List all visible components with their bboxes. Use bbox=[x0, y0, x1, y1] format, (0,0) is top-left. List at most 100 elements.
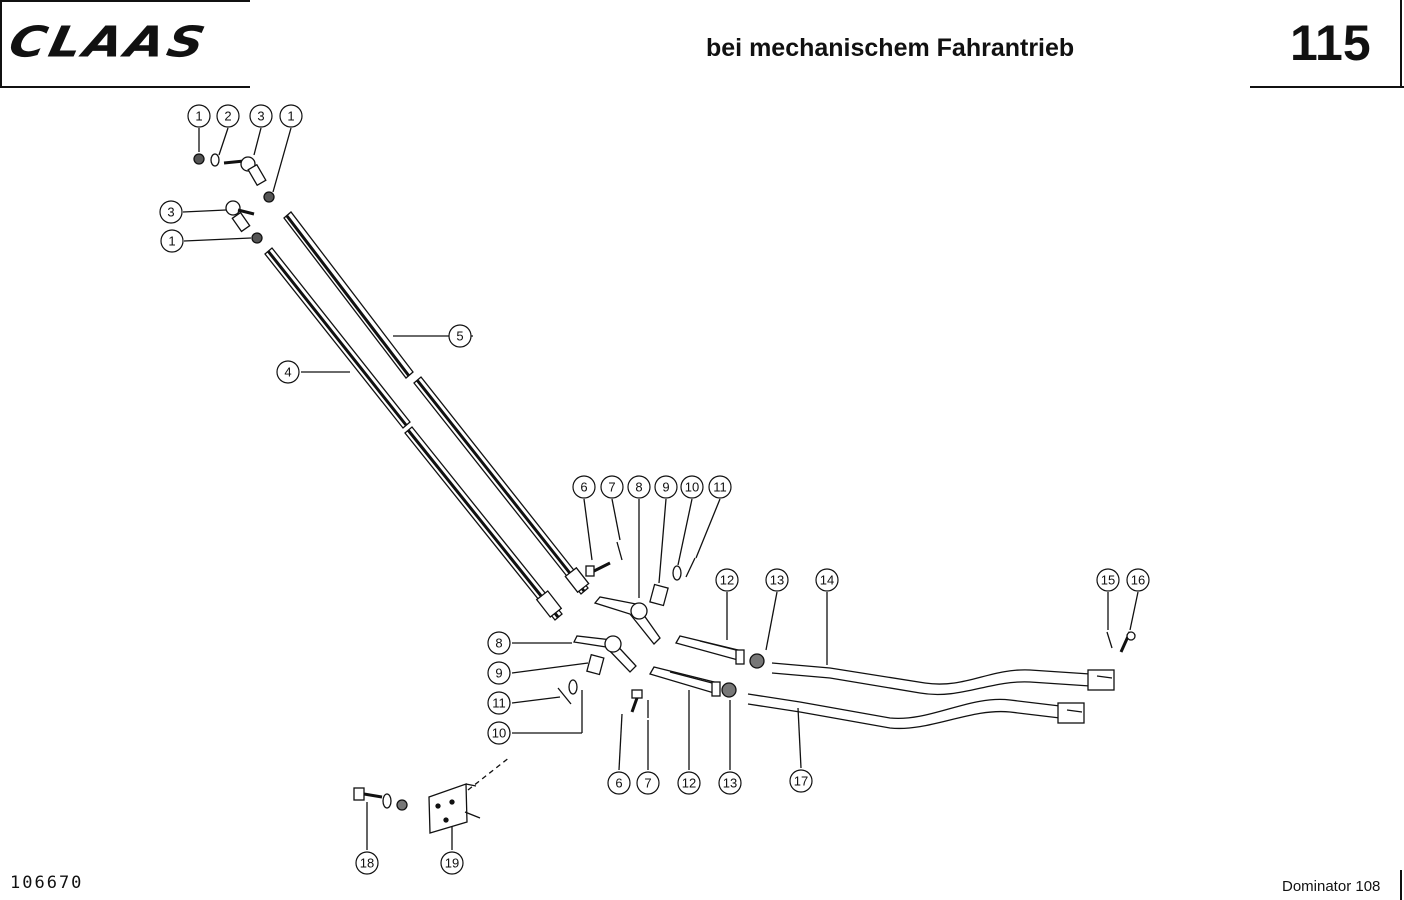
callout-bubble bbox=[440, 851, 464, 875]
ball-joint-part-3b bbox=[225, 200, 255, 233]
header-frame-right bbox=[1400, 0, 1402, 88]
bolt-part-6b bbox=[630, 689, 643, 713]
cotter-pin-part-11a bbox=[685, 557, 696, 578]
callout-number: 3 bbox=[257, 109, 264, 124]
callout-number: 17 bbox=[794, 774, 808, 789]
callout-number: 11 bbox=[492, 696, 506, 711]
callout-bubble bbox=[355, 851, 379, 875]
callout-bubble bbox=[789, 769, 813, 793]
rod-part-14 bbox=[771, 662, 1115, 696]
callout-number: 8 bbox=[495, 636, 502, 651]
callout-number: 4 bbox=[284, 365, 291, 380]
callout-bubble bbox=[607, 771, 631, 795]
pin-part-7a bbox=[616, 541, 623, 561]
callout-bubble bbox=[654, 475, 678, 499]
callout-bubble bbox=[487, 691, 511, 715]
model-name: Dominator 108 bbox=[1282, 878, 1381, 895]
callout-bubble bbox=[636, 771, 660, 795]
rod-part-17 bbox=[747, 693, 1085, 730]
callout-number: 18 bbox=[360, 856, 374, 871]
header-frame-bottom-left bbox=[0, 86, 250, 88]
bushing-part-9a bbox=[649, 583, 669, 607]
callout-number: 14 bbox=[820, 573, 834, 588]
lever-part-8a bbox=[593, 596, 661, 645]
callout-number: 11 bbox=[713, 480, 727, 495]
drawing-number: 106670 bbox=[10, 873, 84, 893]
pin-part-15 bbox=[1106, 631, 1113, 649]
callout-bubble bbox=[448, 324, 472, 348]
callout-number: 3 bbox=[167, 205, 174, 220]
callout-number: 16 bbox=[1131, 573, 1145, 588]
callout-number: 6 bbox=[615, 776, 622, 791]
nut-part-1a bbox=[193, 153, 205, 165]
page-title: bei mechanischem Fahrantrieb bbox=[706, 34, 1075, 62]
bolt-part-6a bbox=[585, 561, 611, 577]
callout-number: 12 bbox=[720, 573, 734, 588]
callout-number: 2 bbox=[224, 109, 231, 124]
callout-bubble bbox=[216, 104, 240, 128]
bolt-part-18 bbox=[353, 787, 408, 811]
callout-bubble bbox=[627, 475, 651, 499]
callout-bubble bbox=[160, 229, 184, 253]
footer-frame-right bbox=[1400, 870, 1402, 900]
rod-5-upper bbox=[283, 211, 414, 379]
callout-number: 8 bbox=[635, 480, 642, 495]
washer-part-10b bbox=[568, 679, 578, 695]
lever-part-8b bbox=[573, 635, 637, 673]
header-frame-left bbox=[0, 0, 2, 88]
nut-part-1c bbox=[251, 232, 263, 244]
callout-bubble bbox=[708, 475, 732, 499]
nut-part-1b bbox=[263, 191, 275, 203]
washer-part-10a bbox=[672, 565, 682, 581]
callout-bubble bbox=[487, 721, 511, 745]
bushing-part-9b bbox=[586, 653, 605, 676]
callout-bubble bbox=[487, 631, 511, 655]
callout-number: 12 bbox=[682, 776, 696, 791]
callout-number: 6 bbox=[580, 480, 587, 495]
callout-bubble bbox=[718, 771, 742, 795]
callout-number: 1 bbox=[287, 109, 294, 124]
callout-bubble bbox=[159, 200, 183, 224]
header-rule-right bbox=[1250, 86, 1404, 88]
rod-4-upper bbox=[264, 247, 411, 429]
callout-number: 1 bbox=[195, 109, 202, 124]
nut-part-13b bbox=[721, 682, 737, 698]
callout-bubble bbox=[1126, 568, 1150, 592]
callout-number: 9 bbox=[662, 480, 669, 495]
callout-number: 10 bbox=[492, 726, 506, 741]
nut-part-13a bbox=[749, 653, 765, 669]
callout-number: 1 bbox=[168, 234, 175, 249]
callout-bubble bbox=[1096, 568, 1120, 592]
callout-bubble bbox=[677, 771, 701, 795]
callout-bubble bbox=[572, 475, 596, 499]
tube-part-12a bbox=[675, 635, 745, 665]
callout-bubble bbox=[487, 661, 511, 685]
callout-bubble bbox=[276, 360, 300, 384]
callout-number: 5 bbox=[456, 329, 463, 344]
callout-number: 7 bbox=[644, 776, 651, 791]
rod-4-lower bbox=[404, 426, 563, 621]
rod-5-lower bbox=[413, 376, 590, 595]
callout-number: 9 bbox=[495, 666, 502, 681]
bolt-part-16 bbox=[1119, 631, 1136, 653]
header-frame-top-left bbox=[0, 0, 250, 2]
callout-number: 13 bbox=[770, 573, 784, 588]
callout-bubble bbox=[715, 568, 739, 592]
cotter-pin-part-11b bbox=[557, 687, 572, 705]
page-number: 115 bbox=[1290, 15, 1371, 71]
callout-bubble bbox=[279, 104, 303, 128]
callout-bubble bbox=[600, 475, 624, 499]
bracket-part-19 bbox=[428, 756, 511, 834]
callout-bubble bbox=[680, 475, 704, 499]
callout-bubble bbox=[765, 568, 789, 592]
callout-number: 10 bbox=[685, 480, 699, 495]
callout-bubble bbox=[815, 568, 839, 592]
washer-part-2 bbox=[210, 153, 220, 167]
callout-bubble bbox=[187, 104, 211, 128]
callout-bubble bbox=[249, 104, 273, 128]
callout-number: 13 bbox=[723, 776, 737, 791]
callout-number: 19 bbox=[445, 856, 459, 871]
ball-joint-part-3a bbox=[223, 156, 267, 187]
